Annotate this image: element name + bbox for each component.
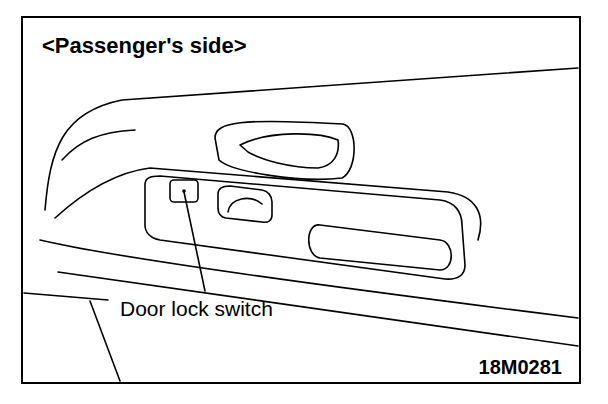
figure-title-text: <Passenger's side> — [42, 33, 247, 58]
leader-line — [184, 192, 205, 291]
figure-code-text: 18M0281 — [479, 356, 562, 378]
figure-code: 18M0281 — [479, 356, 562, 379]
part-label-text: Door lock switch — [120, 297, 273, 320]
door-lock-switch — [170, 180, 198, 202]
switch-dot — [182, 189, 186, 193]
window-switch — [218, 186, 272, 222]
trim-line — [24, 293, 108, 300]
switch-panel — [145, 176, 465, 279]
door-handle-recess — [215, 121, 354, 179]
door-pocket-line — [58, 272, 578, 346]
window-switch-rocker — [228, 198, 262, 212]
armrest-upper-edge — [55, 168, 481, 240]
pull-pocket — [309, 225, 452, 270]
door-handle — [240, 134, 338, 168]
trim-line — [90, 301, 120, 381]
part-label: Door lock switch — [120, 297, 273, 321]
figure-title: <Passenger's side> — [42, 33, 247, 58]
door-panel-edge — [62, 130, 135, 160]
figure-frame — [22, 17, 580, 383]
